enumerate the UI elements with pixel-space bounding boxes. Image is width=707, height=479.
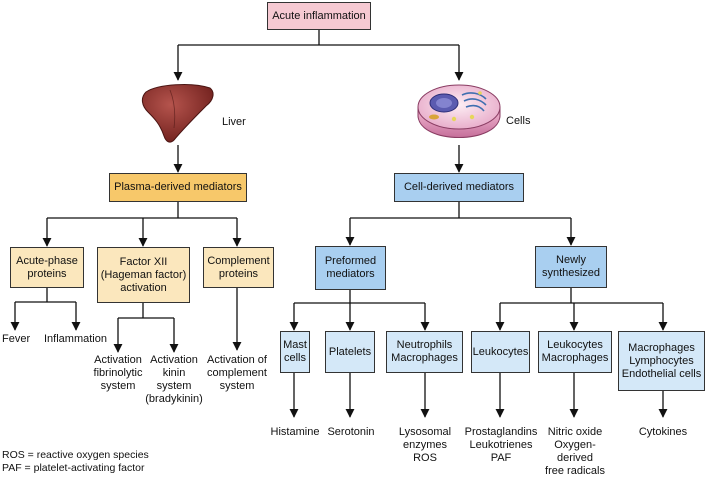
cytokines-label: Cytokines (638, 426, 688, 438)
prostaglandins-label: Prostaglandins Leukotrienes PAF (464, 426, 538, 464)
neutrophils-macrophages-box: Neutrophils Macrophages (386, 331, 463, 373)
footnote-paf: PAF = platelet-activating factor (2, 462, 145, 474)
platelets-box: Platelets (325, 331, 375, 373)
fever-label: Fever (2, 333, 31, 345)
histamine-label: Histamine (270, 426, 320, 438)
kinin-system-label: Activation kinin system (bradykinin) (145, 354, 203, 405)
cell-derived-mediators-box: Cell-derived mediators (394, 173, 524, 202)
macrophages-lymphocytes-box: Macrophages Lymphocytes Endothelial cell… (618, 331, 705, 391)
footnote-ros: ROS = reactive oxygen species (2, 449, 149, 461)
leukocytes-macrophages-box: Leukocytes Macrophages (538, 331, 612, 373)
acute-phase-proteins-box: Acute-phase proteins (10, 247, 84, 288)
liver-label: Liver (222, 116, 246, 128)
preformed-mediators-box: Preformed mediators (315, 246, 386, 290)
cells-label: Cells (506, 115, 531, 127)
acute-inflammation-box: Acute inflammation (267, 2, 371, 30)
complement-proteins-box: Complement proteins (203, 247, 274, 288)
inflammation-label: Inflammation (44, 333, 107, 345)
leukocytes-box: Leukocytes (471, 331, 530, 373)
mast-cells-box: Mast cells (280, 331, 310, 373)
complement-activation-label: Activation of complement system (207, 354, 267, 392)
liver-icon (141, 84, 214, 143)
cell-icon (417, 84, 501, 138)
newly-synthesized-box: Newly synthesized (535, 246, 607, 288)
lysosomal-enzymes-label: Lysosomal enzymes ROS (398, 426, 452, 464)
fibrinolytic-system-label: Activation fibrinolytic system (93, 354, 143, 392)
factor-xii-box: Factor XII (Hageman factor) activation (97, 247, 190, 303)
serotonin-label: Serotonin (327, 426, 375, 438)
plasma-derived-mediators-box: Plasma-derived mediators (109, 173, 247, 202)
nitric-oxide-label: Nitric oxide Oxygen- derived free radica… (545, 426, 605, 477)
